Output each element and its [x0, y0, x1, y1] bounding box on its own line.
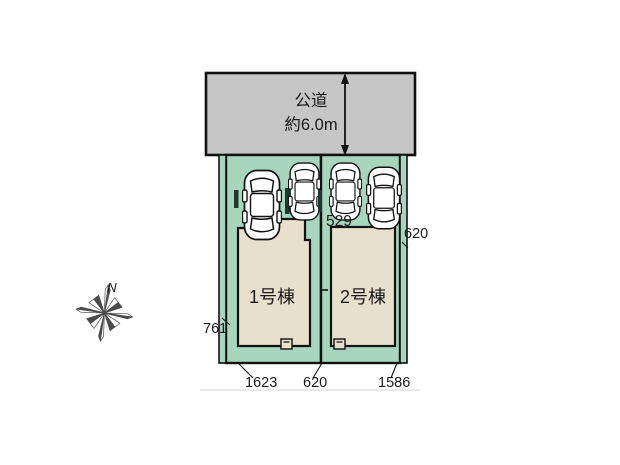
leader-bottom-1623 [237, 362, 254, 379]
parking-stall-mark-2 [318, 190, 322, 212]
dimension-529: 529 [326, 213, 352, 230]
building-2-label: 2号棟 [340, 287, 386, 307]
dimension-bottom-1586: 1586 [378, 375, 410, 391]
leader-bottom-620 [312, 362, 323, 379]
building-2-entrance-icon [333, 338, 346, 350]
dimension-labels-group: 529 620 761 1623 620 1586 [200, 213, 428, 391]
building-1-label: 1号棟 [249, 287, 295, 307]
parcel-east-strip [399, 154, 408, 364]
parking-cars-group [234, 162, 402, 241]
car-icon [329, 162, 362, 221]
compass-north-label: N [107, 280, 117, 295]
car-icon [242, 169, 282, 241]
car-icon [366, 166, 402, 230]
dimension-bottom-1623: 1623 [245, 375, 277, 391]
road-width-label: 約6.0m [284, 115, 337, 134]
leader-bottom-1586 [390, 362, 398, 379]
buildings-group: 1号棟 2号棟 [236, 217, 397, 350]
parcel-west-strip [218, 154, 227, 364]
car-icon [288, 162, 321, 221]
compass-rose: N [71, 280, 137, 346]
building-2-footprint [329, 225, 397, 348]
dimension-bottom-620: 620 [303, 375, 327, 391]
leader-left-761 [221, 317, 231, 326]
parking-stall-marks-1 [234, 188, 290, 214]
building-1-entrance-icon [280, 338, 293, 350]
road-width-arrow [341, 73, 349, 156]
public-road-area: 公道 約6.0m [204, 71, 417, 157]
road-name-label: 公道 [295, 91, 328, 110]
compass-rose-icon [71, 280, 137, 346]
road-rect [204, 71, 417, 157]
dimension-left-761: 761 [203, 321, 227, 337]
leader-right-620 [401, 241, 409, 249]
dimension-right-620: 620 [404, 226, 428, 242]
